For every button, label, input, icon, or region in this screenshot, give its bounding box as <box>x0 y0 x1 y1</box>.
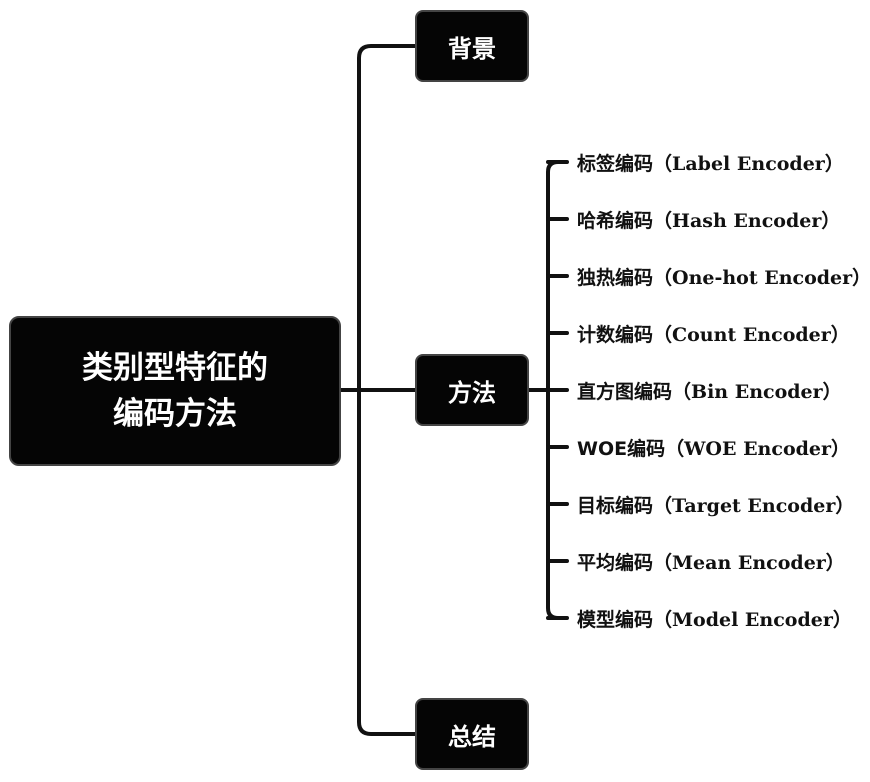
leaf-target-encoder[interactable]: 目标编码（Target Encoder） <box>577 489 854 519</box>
branch-methods[interactable]: 方法 <box>415 354 529 426</box>
root-title-line-1: 类别型特征的 <box>82 350 268 386</box>
leaf-en: （Mean Encoder） <box>653 551 845 574</box>
root-topic[interactable]: 类别型特征的 编码方法 <box>9 316 341 466</box>
leaf-zh: 标签编码 <box>577 152 654 175</box>
leaf-one-hot-encoder[interactable]: 独热编码（One-hot Encoder） <box>577 261 870 291</box>
leaf-count-encoder[interactable]: 计数编码（Count Encoder） <box>577 318 850 348</box>
connector-root-background <box>357 44 417 392</box>
leaf-zh: 平均编码 <box>577 551 654 574</box>
root-title-line-2: 编码方法 <box>113 396 237 432</box>
leaf-zh: 哈希编码 <box>577 209 654 232</box>
leaf-en: （Hash Encoder） <box>653 209 841 232</box>
leaf-en: （Target Encoder） <box>653 494 855 517</box>
leaf-en: （Model Encoder） <box>653 608 852 631</box>
leaf-mean-encoder[interactable]: 平均编码（Mean Encoder） <box>577 546 845 576</box>
leaf-zh: 目标编码 <box>577 494 654 517</box>
connector-root-summary <box>357 388 417 736</box>
leaf-en: （Bin Encoder） <box>672 380 842 403</box>
leaf-en: （Count Encoder） <box>653 323 850 346</box>
leaf-hash-encoder[interactable]: 哈希编码（Hash Encoder） <box>577 204 840 234</box>
leaf-en: （Label Encoder） <box>653 152 844 175</box>
branch-summary-label: 总结 <box>448 722 496 751</box>
leaf-zh: 模型编码 <box>577 608 654 631</box>
leaf-en: （WOE Encoder） <box>665 437 851 460</box>
branch-background[interactable]: 背景 <box>415 10 529 82</box>
leaf-zh: 计数编码 <box>577 323 654 346</box>
branch-summary[interactable]: 总结 <box>415 698 529 770</box>
leaf-zh: 直方图编码 <box>577 380 673 403</box>
leaf-zh: WOE编码 <box>577 437 666 460</box>
leaf-woe-encoder[interactable]: WOE编码（WOE Encoder） <box>577 432 850 462</box>
branch-methods-label: 方法 <box>448 378 496 407</box>
leaf-bin-encoder[interactable]: 直方图编码（Bin Encoder） <box>577 375 842 405</box>
branch-background-label: 背景 <box>448 34 496 63</box>
leaf-zh: 独热编码 <box>577 266 654 289</box>
leaf-model-encoder[interactable]: 模型编码（Model Encoder） <box>577 603 852 633</box>
leaf-label-encoder[interactable]: 标签编码（Label Encoder） <box>577 147 844 177</box>
leaf-en: （One-hot Encoder） <box>653 266 870 289</box>
